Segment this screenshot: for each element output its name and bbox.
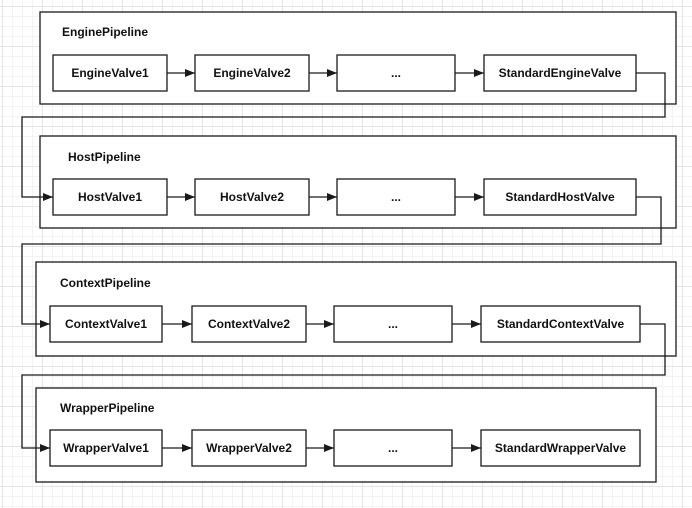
valve-box	[52, 54, 168, 92]
valve-box	[49, 429, 163, 467]
valve-label: StandardEngineValve	[499, 66, 622, 80]
valve-label: EngineValve2	[213, 66, 291, 80]
pipeline-title: ContextPipeline	[60, 276, 151, 290]
valve-label: ...	[388, 317, 398, 331]
valve-label: WrapperValve2	[206, 441, 292, 455]
valve-label: HostValve1	[78, 190, 142, 204]
valve-label: ...	[388, 441, 398, 455]
valve-box	[194, 54, 310, 92]
pipeline-title: WrapperPipeline	[60, 401, 155, 415]
pipeline-link-arrow	[21, 72, 666, 201]
pipeline-link-arrow	[21, 323, 666, 452]
valve-label: ContextValve2	[208, 317, 290, 331]
valve-box	[336, 54, 456, 92]
valve-box	[49, 305, 163, 343]
valve-label: WrapperValve1	[63, 441, 149, 455]
valve-box	[480, 429, 641, 467]
valve-box	[194, 178, 310, 216]
valve-label: StandardContextValve	[497, 317, 625, 331]
valve-label: StandardHostValve	[505, 190, 615, 204]
valve-label: ...	[391, 66, 401, 80]
pipeline-title: HostPipeline	[68, 150, 141, 164]
valve-label: StandardWrapperValve	[495, 441, 626, 455]
valve-box	[483, 178, 637, 216]
valve-label: HostValve2	[220, 190, 284, 204]
valve-box	[333, 305, 453, 343]
pipeline-title: EnginePipeline	[62, 25, 148, 39]
valve-box	[191, 305, 307, 343]
valve-box	[336, 178, 456, 216]
valve-label: ContextValve1	[65, 317, 147, 331]
valve-box	[191, 429, 307, 467]
valve-box	[333, 429, 453, 467]
valve-label: ...	[391, 190, 401, 204]
valve-box	[480, 305, 641, 343]
valve-box	[52, 178, 168, 216]
valve-box	[483, 54, 637, 92]
valve-label: EngineValve1	[71, 66, 149, 80]
pipeline-link-arrow	[21, 196, 662, 328]
